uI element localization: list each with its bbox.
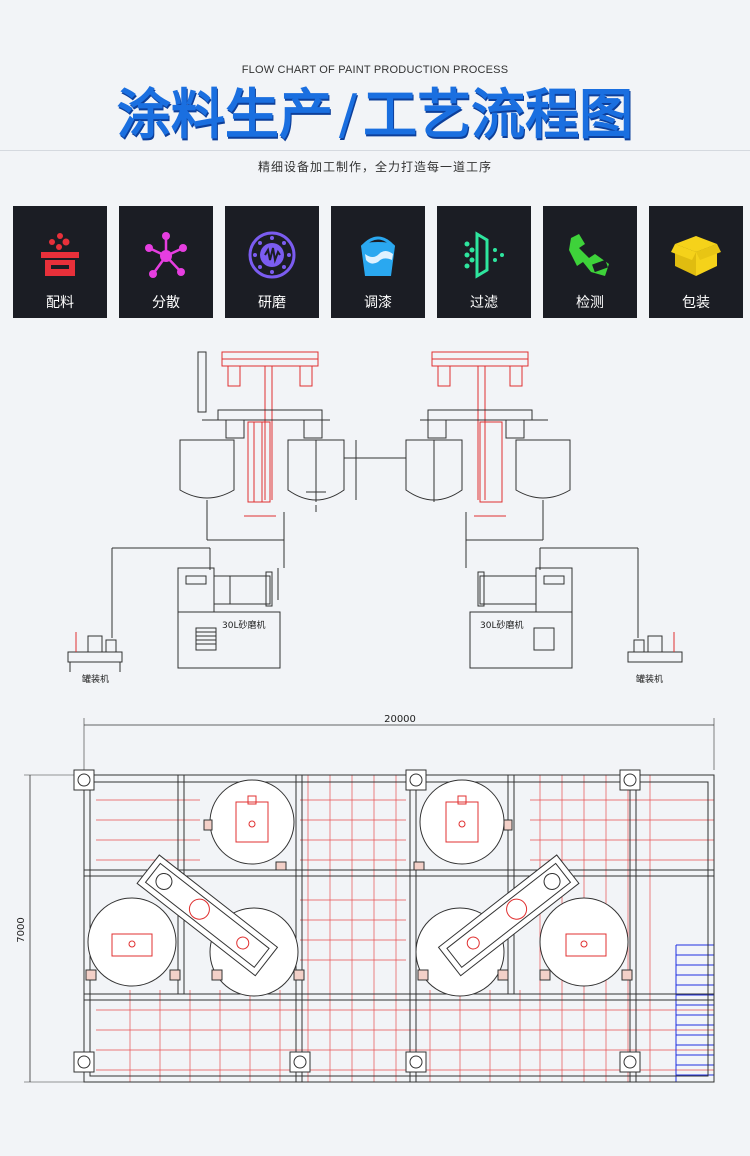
process-diagram: 30L砂磨机 30L砂磨机 罐装机 罐装机 20000 7000 — [16, 351, 715, 1083]
process-steps: 配料 分散 研磨 调漆 过滤 — [13, 206, 743, 318]
paint-bucket-icon — [361, 236, 395, 276]
ingredients-icon — [41, 233, 79, 276]
test-icon — [569, 234, 609, 276]
step-label: 检测 — [576, 295, 604, 311]
step-label: 调漆 — [364, 295, 392, 311]
title-right: 工艺流程图 — [363, 83, 634, 146]
right-disperser — [437, 854, 580, 977]
tank-lugs — [85, 819, 633, 981]
step-grind: 研磨 — [225, 206, 319, 318]
left-filler-label: 罐装机 — [82, 673, 109, 685]
left-unit — [67, 351, 357, 672]
step-label: 包装 — [682, 295, 710, 311]
step-label: 研磨 — [258, 295, 286, 311]
red-grid — [96, 775, 714, 1082]
step-paint-mix: 调漆 — [331, 206, 425, 318]
left-mill-label: 30L砂磨机 — [222, 619, 265, 631]
english-title: FLOW CHART OF PAINT PRODUCTION PROCESS — [241, 64, 509, 76]
grind-icon — [248, 231, 296, 279]
filter-icon — [464, 231, 504, 279]
step-ingredients: 配料 — [13, 206, 107, 318]
width-dimension: 20000 — [384, 714, 416, 725]
right-filler-label: 罐装机 — [636, 673, 663, 685]
platform-frame — [83, 774, 715, 1083]
step-disperse: 分散 — [119, 206, 213, 318]
column-posts — [73, 769, 641, 1073]
step-filter: 过滤 — [437, 206, 531, 318]
disperse-icon — [145, 232, 187, 278]
step-test: 检测 — [543, 206, 637, 318]
title-slash: / — [338, 83, 358, 146]
step-packing: 包装 — [649, 206, 743, 318]
elevation-view — [67, 351, 683, 672]
step-label: 过滤 — [470, 295, 498, 311]
box-icon — [671, 236, 721, 276]
header-divider — [0, 150, 750, 151]
tanks — [87, 779, 629, 997]
step-label: 配料 — [46, 295, 74, 311]
height-dimension: 7000 — [16, 917, 27, 942]
plan-view: 20000 7000 — [16, 714, 715, 1083]
right-unit — [405, 351, 683, 669]
page-title: 涂料生产/工艺流程图 — [0, 80, 750, 150]
title-left: 涂料生产 — [116, 83, 333, 146]
tank-details — [111, 795, 607, 957]
left-mill-panel — [177, 567, 215, 613]
step-label: 分散 — [152, 295, 180, 311]
right-mill-label: 30L砂磨机 — [480, 619, 523, 631]
subtitle: 精细设备加工制作，全力打造每一道工序 — [257, 160, 492, 174]
left-disperser — [136, 854, 279, 977]
